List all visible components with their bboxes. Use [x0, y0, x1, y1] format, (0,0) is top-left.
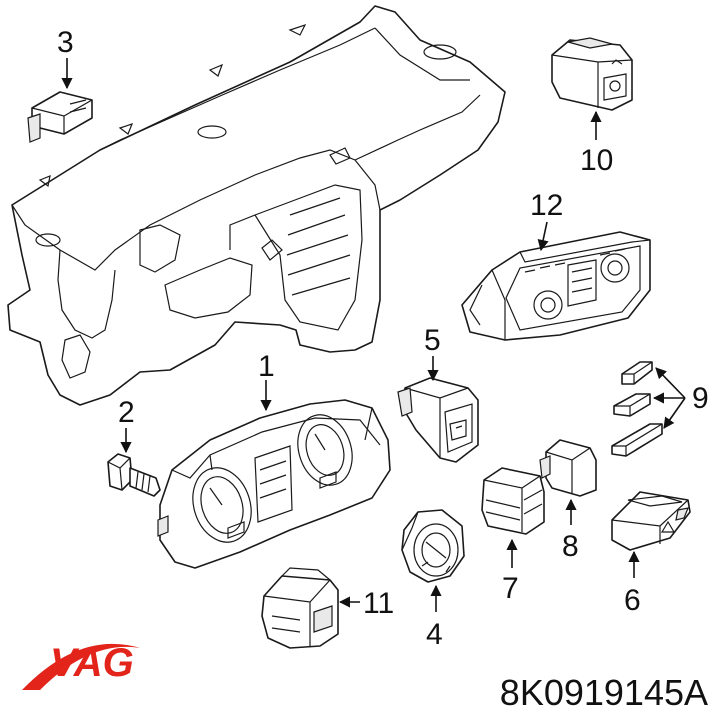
part-8-switch — [539, 439, 597, 497]
leader-9 — [652, 367, 686, 429]
callout-2: 2 — [118, 396, 135, 429]
leader-12 — [537, 221, 549, 252]
part-5-switch-module — [397, 377, 479, 463]
part-11-control-unit — [261, 567, 339, 649]
callout-3: 3 — [57, 26, 74, 59]
callout-8: 8 — [562, 530, 579, 563]
part-9-trim-clips — [611, 361, 663, 457]
callout-11: 11 — [363, 587, 394, 620]
dashboard-panel — [7, 5, 506, 406]
callout-9: 9 — [692, 382, 709, 415]
part-3-switch — [27, 91, 93, 143]
callout-7: 7 — [502, 572, 519, 605]
callout-6: 6 — [624, 584, 641, 617]
part-6-hazard-switch — [611, 491, 691, 551]
part-number: 8K0919145A — [500, 672, 708, 713]
part-2-bolt — [107, 453, 161, 497]
vag-logo: VAG — [22, 641, 140, 690]
callout-12: 12 — [530, 189, 563, 222]
callout-10: 10 — [580, 144, 613, 177]
part-12-climate-control — [461, 231, 651, 341]
callout-1: 1 — [258, 350, 275, 383]
part-10-module — [551, 37, 633, 111]
part-1-instrument-cluster — [157, 399, 391, 569]
callout-5: 5 — [424, 324, 441, 357]
part-4-light-switch — [401, 509, 465, 583]
svg-text:VAG: VAG — [50, 641, 134, 685]
callout-4: 4 — [426, 618, 443, 651]
part-7-switch-block — [481, 467, 545, 535]
